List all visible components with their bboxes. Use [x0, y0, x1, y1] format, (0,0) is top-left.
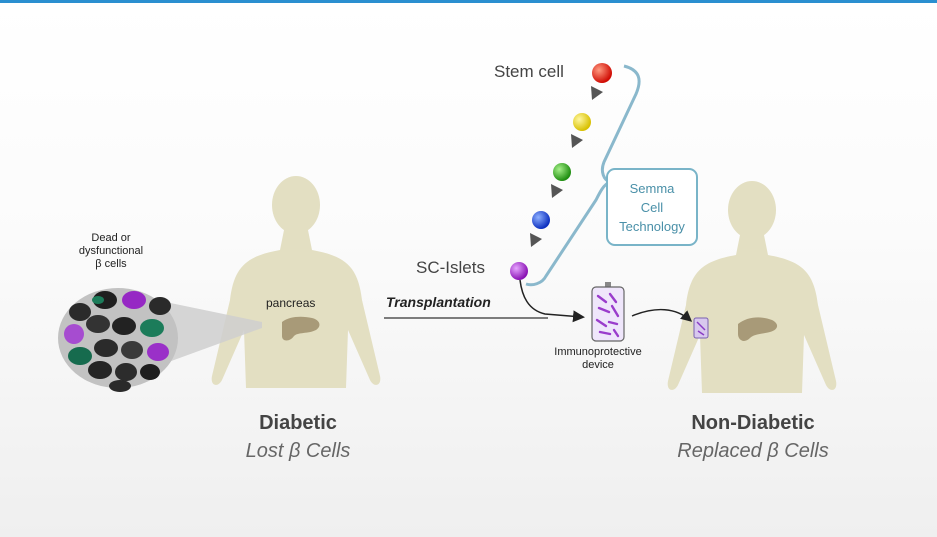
- device-to-body-arrow: [631, 308, 693, 322]
- semma-line-3: Technology: [619, 218, 685, 234]
- nondiabetic-body-silhouette: [667, 181, 837, 393]
- arrow-1-icon: [591, 86, 603, 100]
- yellow-cell-sphere: [573, 113, 591, 131]
- semma-line-2: Cell: [640, 199, 664, 215]
- semma-technology-box: Semma Cell Technology: [606, 168, 698, 246]
- semma-line-1: Semma: [629, 180, 675, 196]
- stem-cell-sphere: [592, 63, 612, 83]
- diabetic-subtitle: Lost β Cells: [245, 440, 351, 462]
- diabetic-body-silhouette: [211, 176, 381, 388]
- stem-cell-label: Stem cell: [494, 62, 564, 81]
- arrow-3-icon: [551, 184, 563, 198]
- green-cell-sphere: [553, 163, 571, 181]
- sc-islets-label: SC-Islets: [416, 258, 485, 277]
- nondiabetic-title: Non-Diabetic: [691, 412, 815, 434]
- pancreas-label: pancreas: [266, 296, 316, 310]
- implanted-device-icon: [693, 317, 709, 339]
- nondiabetic-pancreas-shape: [738, 317, 778, 341]
- transplantation-curve: [519, 279, 585, 323]
- device-label: Immunoprotective device: [554, 346, 642, 371]
- sc-islet-sphere: [510, 262, 528, 280]
- top-accent-rule: [0, 0, 937, 3]
- dead-cells-label: Dead or dysfunctional β cells: [78, 232, 144, 270]
- immunoprotective-device-icon: [591, 282, 625, 342]
- transplantation-label: Transplantation: [386, 294, 491, 310]
- arrow-4-icon: [530, 233, 542, 247]
- blue-cell-sphere: [532, 211, 550, 229]
- diabetic-pancreas-shape: [282, 316, 320, 341]
- diabetic-title: Diabetic: [259, 412, 337, 434]
- arrow-2-icon: [571, 134, 583, 148]
- beta-cell-cluster: [58, 288, 178, 392]
- nondiabetic-subtitle: Replaced β Cells: [677, 440, 829, 462]
